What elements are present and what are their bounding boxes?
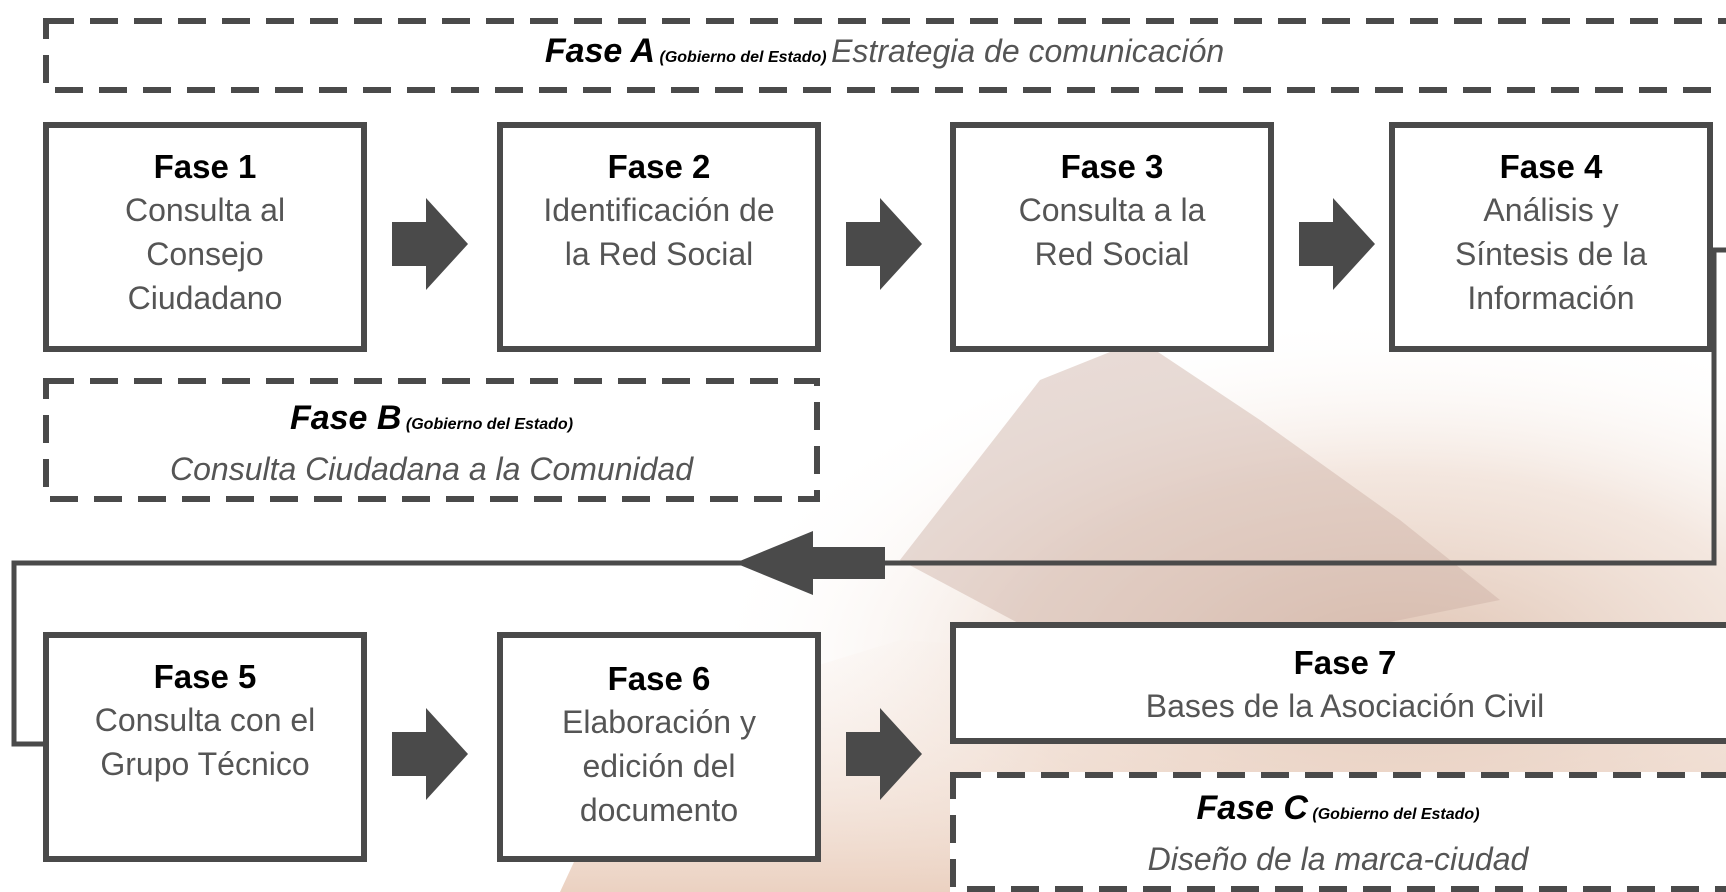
fase-5-title: Fase 5 [153,658,257,695]
fase-1-title: Fase 1 [153,148,257,185]
fase-1-line-3: Ciudadano [127,280,283,316]
fase-b-title: Fase B [289,399,402,437]
fase-6-title: Fase 6 [607,660,711,697]
fase-4-box: Fase 4 Análisis y Síntesis de la Informa… [1389,122,1713,352]
fase-4-line-2: Síntesis de la [1454,236,1648,272]
arrow-right-icon [846,198,922,290]
fase-6-box: Fase 6 Elaboración y edición del documen… [497,632,821,862]
fase-1-box: Fase 1 Consulta al Consejo Ciudadano [43,122,367,352]
fase-4-line-3: Información [1467,280,1635,316]
fase-b-description: Consulta Ciudadana a la Comunidad [169,451,693,487]
fase-2-line-1: Identificación de [543,192,775,228]
fase-a-title: Fase A [544,32,656,70]
fase-5-line-1: Consulta con el [94,702,316,738]
fase-a-box: Fase A (Gobierno del Estado) Estrategia … [43,18,1726,93]
fase-3-line-1: Consulta a la [1018,192,1206,228]
left-arrow [735,531,885,595]
fase-7-title: Fase 7 [1293,644,1397,681]
fase-c-box: Fase C (Gobierno del Estado) Diseño de l… [950,772,1726,892]
fase-7-box: Fase 7 Bases de la Asociación Civil [950,622,1726,744]
fase-4-title: Fase 4 [1499,148,1603,185]
fase-1-line-1: Consulta al [124,192,286,228]
fase-2-box: Fase 2 Identificación de la Red Social [497,122,821,352]
fase-5-line-2: Grupo Técnico [100,746,310,782]
fase-3-box: Fase 3 Consulta a la Red Social [950,122,1274,352]
fase-6-line-1: Elaboración y [562,704,756,740]
fase-3-title: Fase 3 [1060,148,1164,185]
fase-6-line-2: edición del [582,748,736,784]
fase-a-subtitle: (Gobierno del Estado) [659,49,827,66]
fase-c-subtitle: (Gobierno del Estado) [1312,806,1480,823]
arrow-right-icon [392,198,468,290]
fase-c-description: Diseño de la marca-ciudad [1147,841,1529,877]
fase-7-description: Bases de la Asociación Civil [1145,688,1545,724]
fase-1-line-2: Consejo [146,236,264,272]
fase-a-description: Estrategia de comunicación [831,33,1225,69]
arrow-right-icon [846,708,922,800]
fase-5-box: Fase 5 Consulta con el Grupo Técnico [43,632,367,862]
fase-6-line-3: documento [579,792,739,828]
arrow-right-icon [392,708,468,800]
fase-4-line-1: Análisis y [1483,192,1619,228]
fase-c-title: Fase C [1196,789,1308,827]
fase-3-line-2: Red Social [1034,236,1190,272]
fase-b-box: Fase B (Gobierno del Estado) Consulta Ci… [43,378,820,502]
fase-b-subtitle: (Gobierno del Estado) [405,416,574,433]
arrow-right-icon [1299,198,1375,290]
fase-2-title: Fase 2 [607,148,711,185]
fase-2-line-2: la Red Social [564,236,754,272]
